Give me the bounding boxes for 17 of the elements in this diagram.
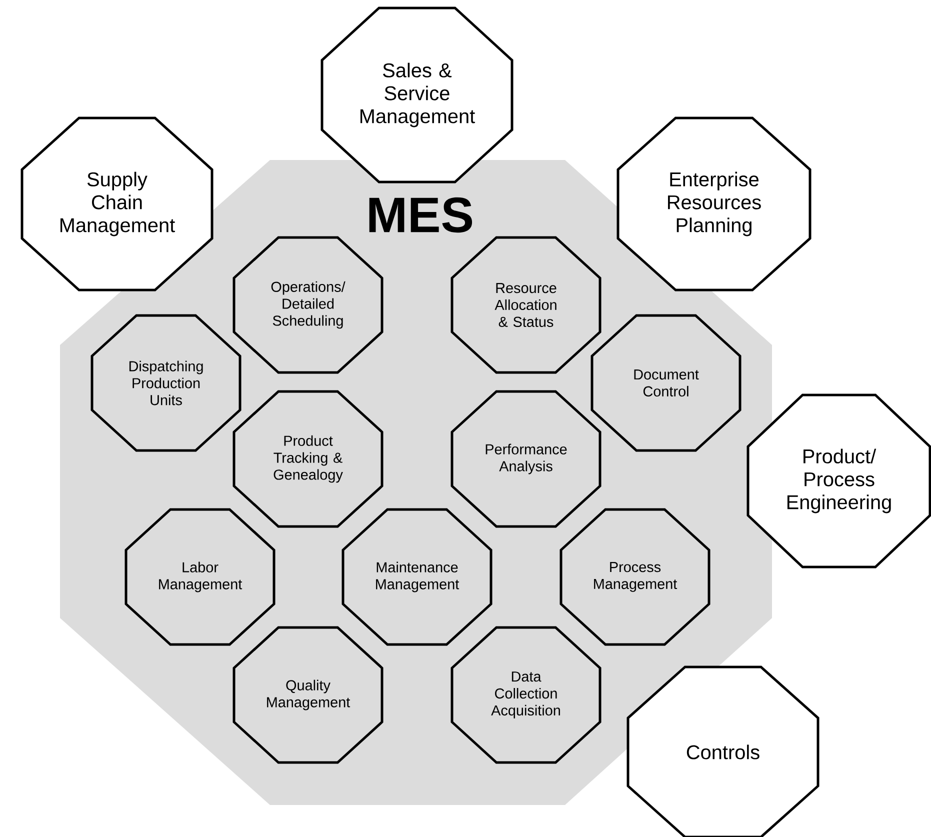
octagon: Dispatching Production Units (90, 314, 242, 452)
octagon: Maintenance Management (342, 508, 492, 646)
octagon: Resource Allocation & Status (450, 236, 602, 374)
octagon: Enterprise Resources Planning (616, 116, 812, 292)
octagon: Process Management (560, 508, 710, 646)
octagon: Document Control (590, 314, 742, 452)
octagon: Product/ Process Engineering (746, 394, 931, 568)
octagon: Labor Management (124, 508, 276, 646)
octagon: Supply Chain Management (20, 116, 214, 292)
octagon: Controls (626, 666, 820, 837)
octagon: Quality Management (232, 626, 384, 764)
octagon: Product Tracking & Genealogy (232, 390, 384, 528)
octagon: Data Collection Acquisition (450, 626, 602, 764)
node-label: Controls (686, 744, 760, 760)
octagon: Sales & Service Management (320, 6, 514, 184)
octagon: Operations/ Detailed Scheduling (232, 236, 384, 374)
octagon: Performance Analysis (450, 390, 602, 528)
